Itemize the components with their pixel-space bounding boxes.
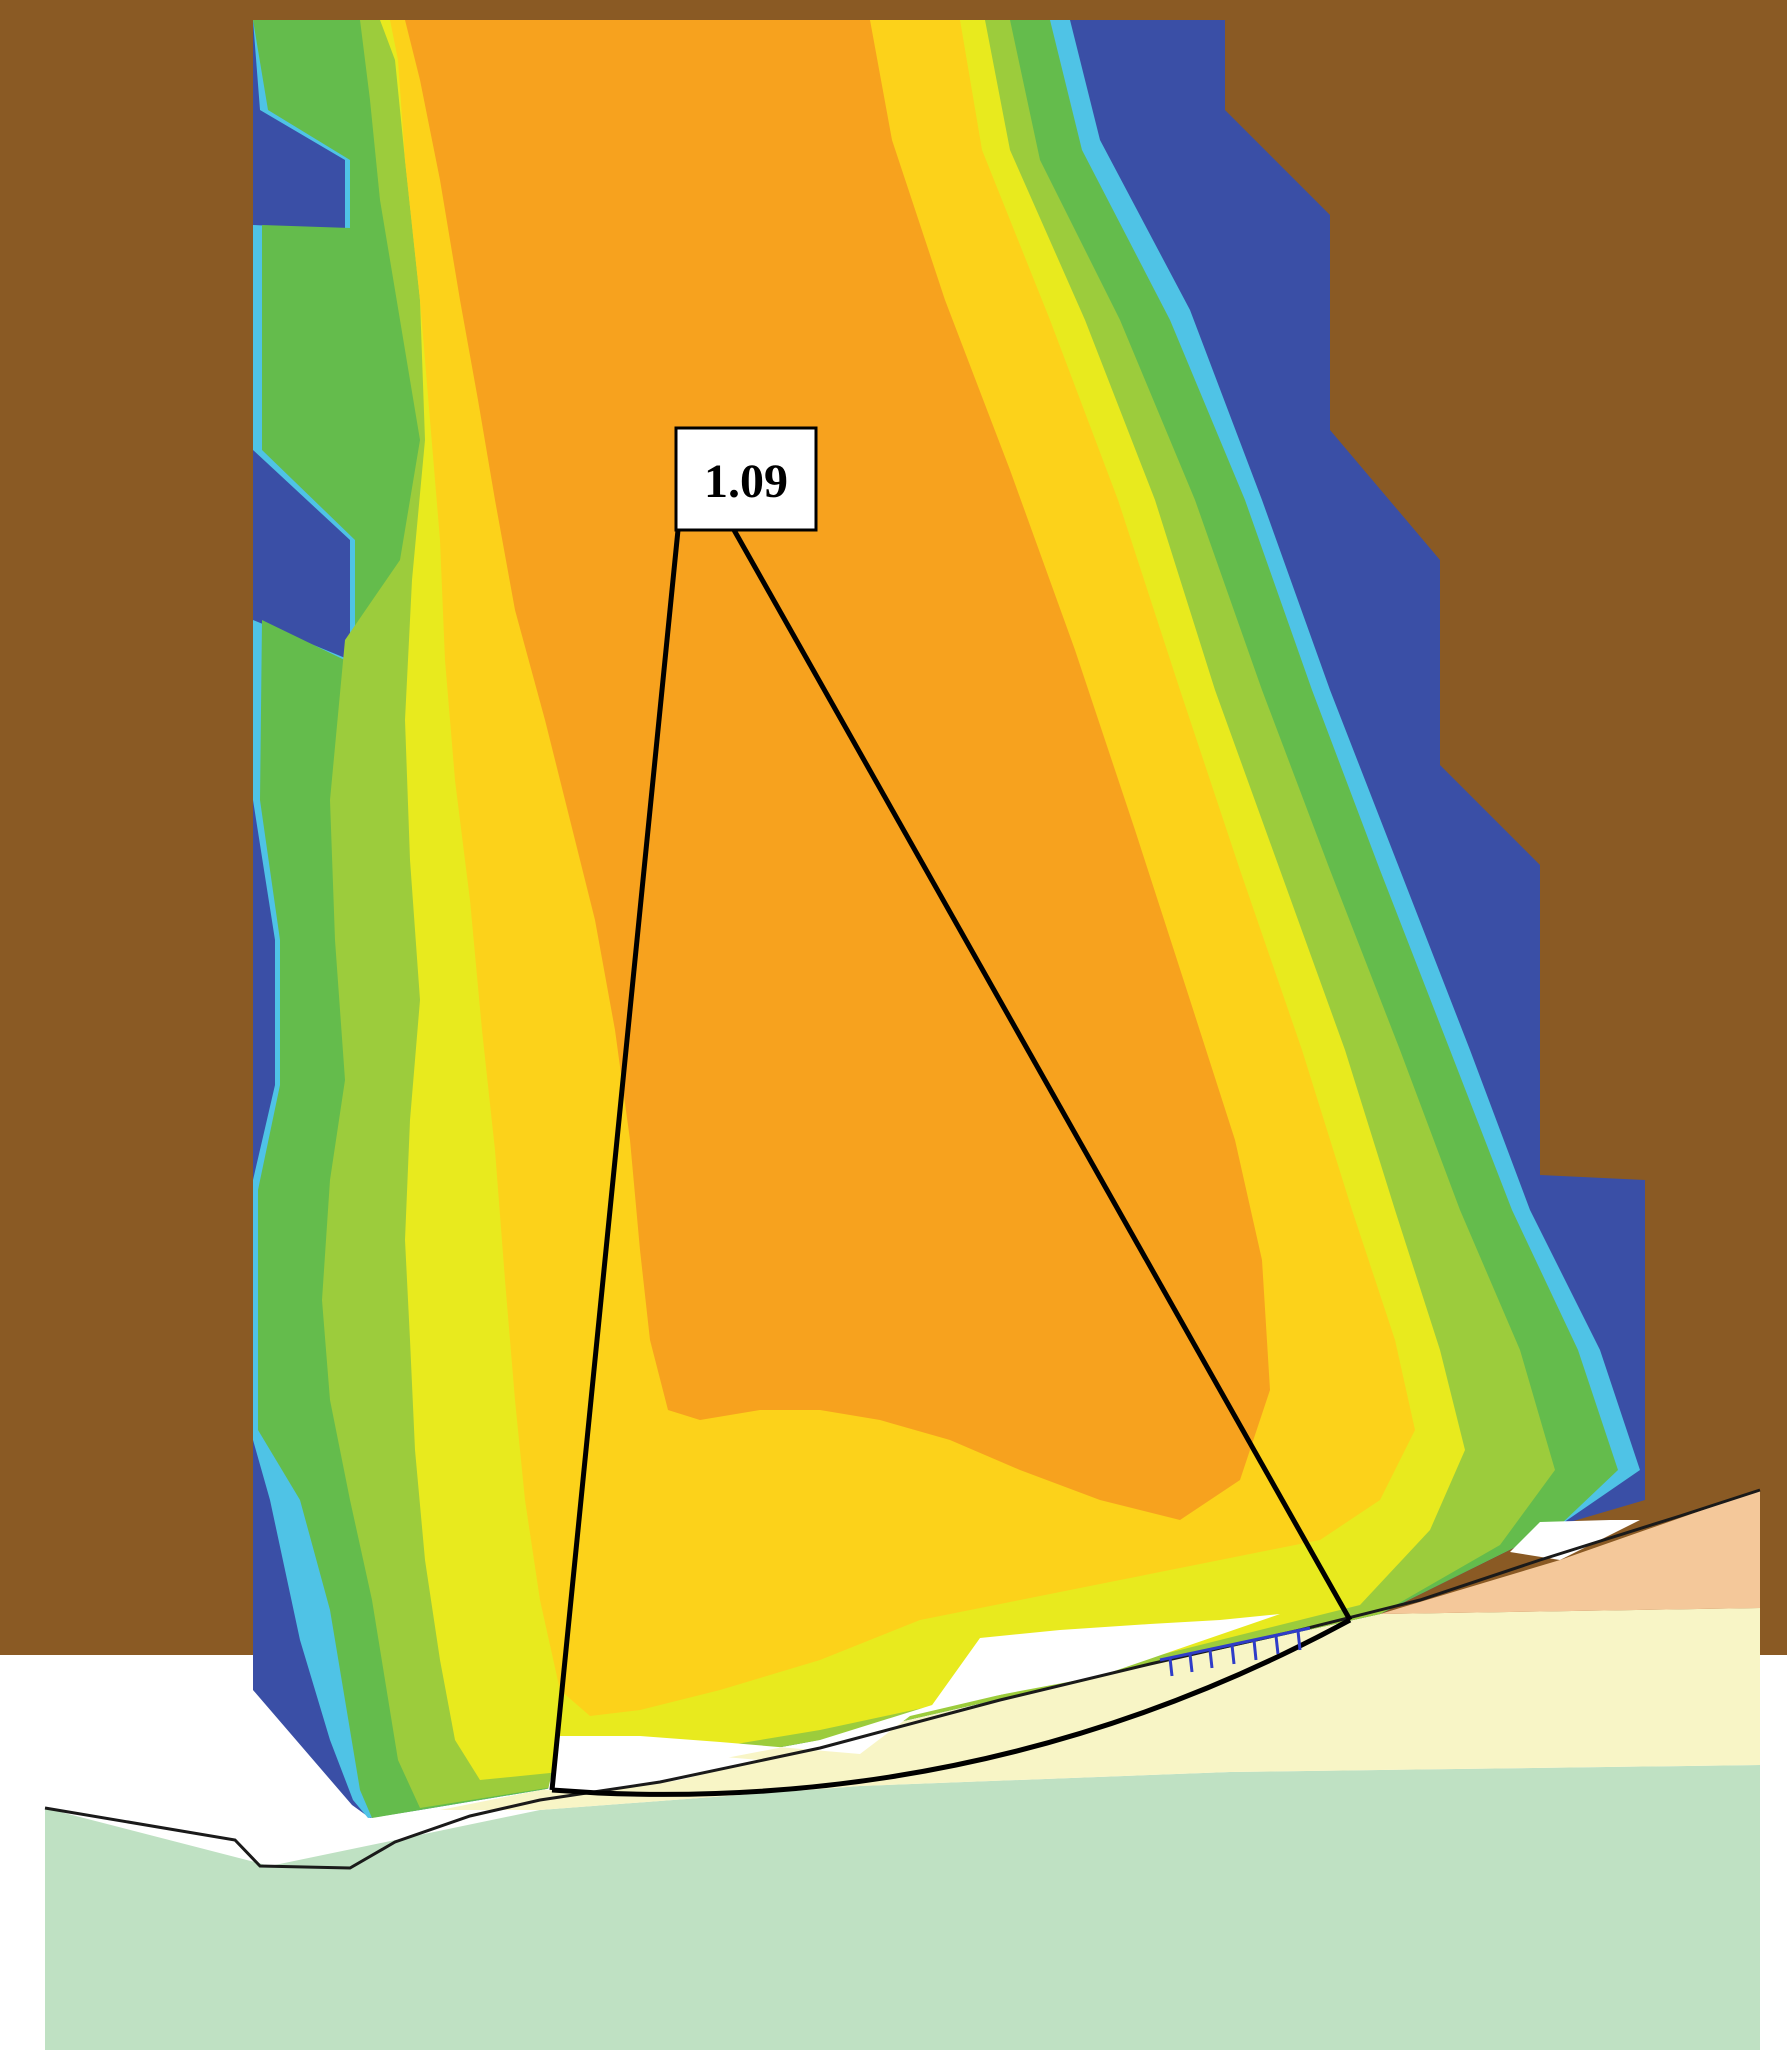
ground-surface-line [44, 1488, 1761, 1870]
excavation-gap-lower [548, 1640, 1140, 1790]
critical-slip-surface [549, 528, 1353, 1797]
slip-arc [551, 1617, 1352, 1797]
factor-of-safety-box [674, 426, 818, 532]
contour-critical [405, 20, 1270, 1520]
excavation-gap-upper [1510, 1520, 1640, 1560]
soil-layer-bedrock [45, 1765, 1760, 2050]
excavation-gap-mid [930, 1614, 1280, 1708]
radius-line-left [549, 529, 681, 1791]
factor-of-safety-value: 1.09 [704, 455, 788, 508]
toe-gap [545, 1755, 760, 1792]
excavation-gaps [545, 1520, 1640, 1792]
soil-layer-upper [1380, 1490, 1760, 1614]
factor-of-safety-label: 1.09 [674, 426, 818, 532]
reinforcement-anchors [1159, 1626, 1311, 1677]
radius-line-right [731, 528, 1353, 1622]
